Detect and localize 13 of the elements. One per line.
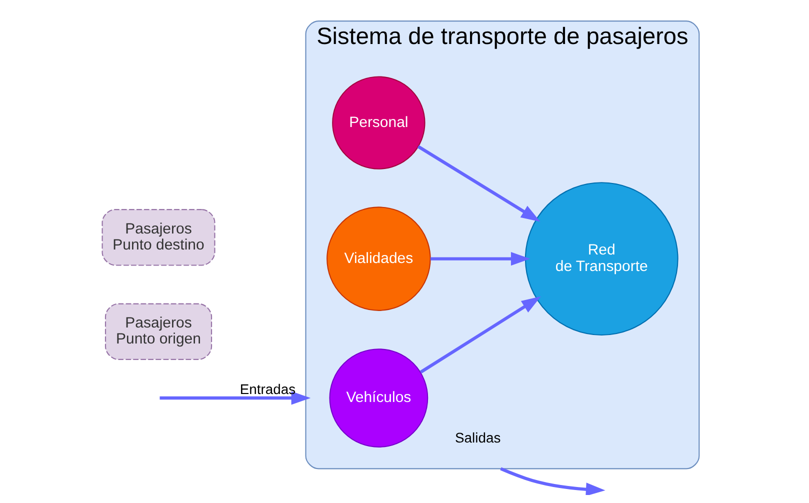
arrow: [419, 296, 540, 374]
node-circle: Red de Transporte: [524, 182, 678, 336]
node-circle: Vialidades: [326, 206, 430, 311]
edge-label: Salidas: [454, 429, 500, 446]
arrow: [430, 252, 530, 266]
arrow: [159, 391, 310, 405]
arrow: [416, 145, 540, 222]
node-circle: Vehículos: [328, 348, 428, 448]
arrow: [500, 467, 605, 495]
node-box: Pasajeros Punto destino: [101, 209, 215, 266]
node-circle: Personal: [332, 76, 425, 170]
edge-label: Entradas: [239, 381, 296, 398]
node-box: Pasajeros Punto origen: [104, 303, 212, 360]
